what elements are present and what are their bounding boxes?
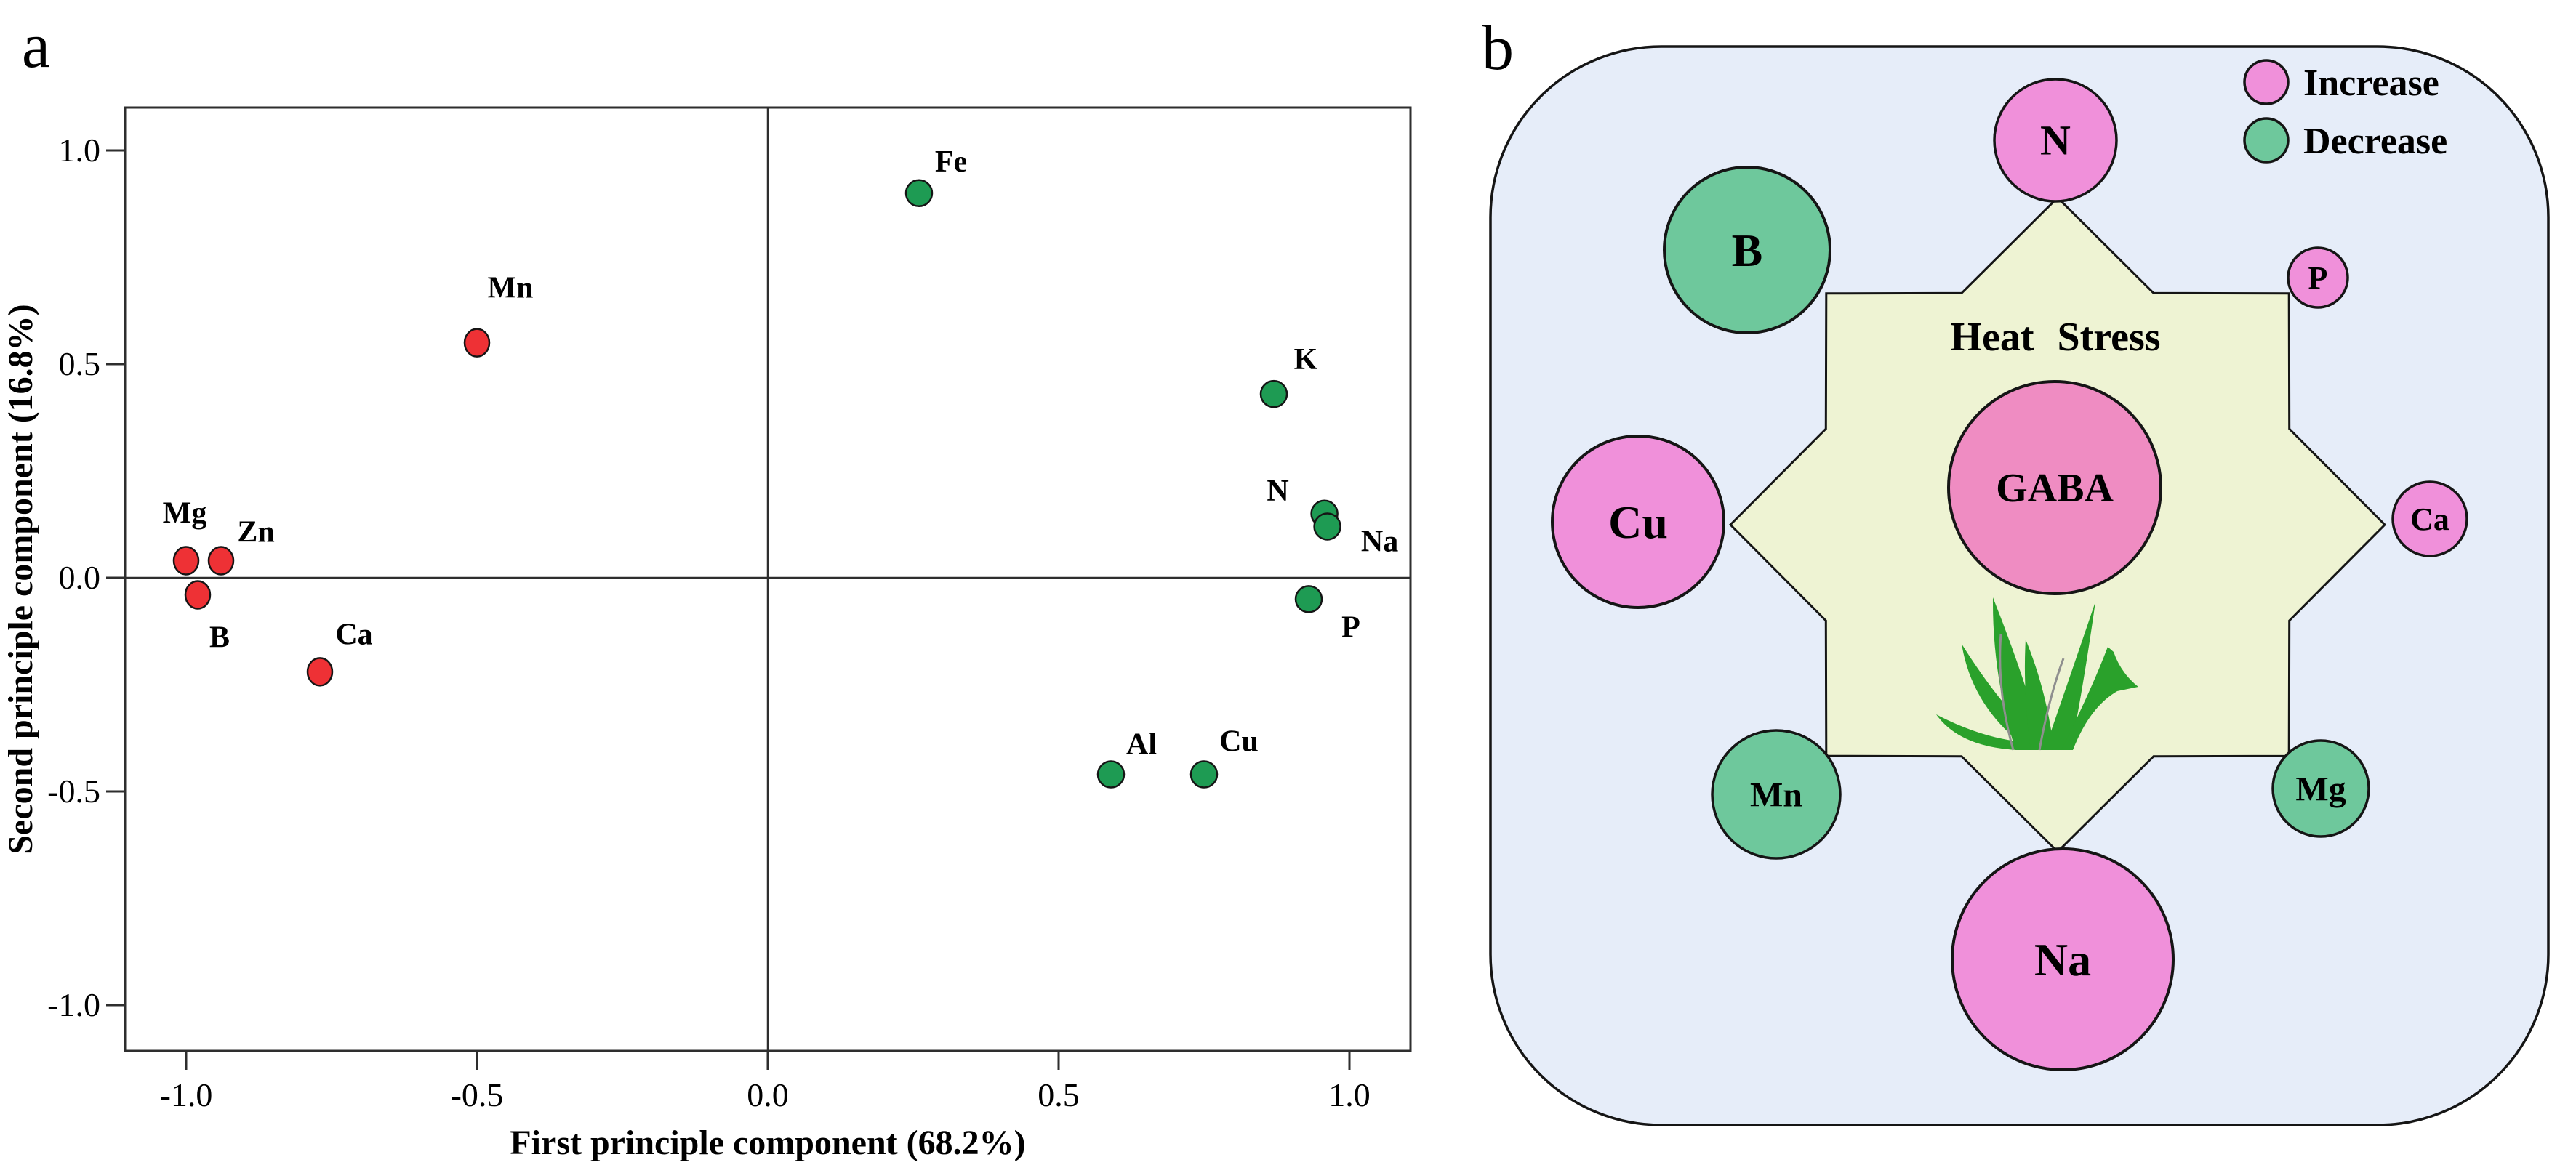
point-P [1294,585,1323,613]
y-tick-label: 0.5 [59,345,101,382]
node-P [2287,246,2349,309]
y-axis-title: Second principle component (16.8%) [1,304,40,854]
point-label-K: K [1294,343,1318,376]
node-label-B: B [1732,225,1763,276]
grass-icon [1936,597,2138,751]
node-Mg [2271,739,2370,838]
point-label-Fe: Fe [935,145,967,179]
legend: Increase Decrease [2243,59,2447,164]
x-tick-label: -0.5 [451,1076,504,1113]
node-label-N: N [2040,117,2071,164]
point-label-Na: Na [1361,525,1398,558]
point-Na [1313,512,1341,541]
node-Mn [1711,729,1842,860]
point-B [184,580,212,610]
legend-increase-swatch [2243,59,2290,105]
heat-stress-title: Heat Stress [1950,315,2160,360]
node-label-Na: Na [2034,934,2091,985]
node-Na [1951,847,2175,1071]
node-label-GABA: GABA [1996,466,2114,511]
point-K [1259,379,1288,408]
panel-b-label: b [1482,13,1514,84]
y-tick-label: 1.0 [59,132,101,169]
node-Ca [2391,480,2468,557]
point-Zn [207,546,235,576]
node-label-P: P [2308,260,2328,296]
node-label-Ca: Ca [2410,501,2449,537]
x-tick-label: 1.0 [1328,1076,1371,1113]
node-B [1663,166,1831,334]
point-Mg [172,546,200,576]
point-Ca [306,657,334,687]
point-Al [1096,760,1126,789]
point-Fe [904,179,934,208]
node-label-Cu: Cu [1608,496,1668,548]
node-label-Mn: Mn [1750,775,1802,814]
y-tick-label: -1.0 [47,986,100,1023]
y-tick-label: -0.5 [47,773,100,810]
point-label-B: B [209,621,230,655]
x-tick-label: 0.5 [1038,1076,1080,1113]
node-N [1993,78,2118,203]
legend-decrease-label: Decrease [2303,121,2447,162]
node-GABA [1947,380,2162,595]
x-tick-label: 0.0 [747,1076,789,1113]
point-Mn [463,328,491,358]
point-label-Al: Al [1126,727,1157,761]
panel-a-label: a [22,11,50,81]
point-label-N: N [1267,475,1288,508]
point-label-Mg: Mg [163,496,207,530]
y-axis-ticks: 1.0 0.5 0.0 -0.5 -1.0 [47,132,125,1023]
legend-increase-label: Increase [2303,63,2439,104]
point-label-P: P [1341,610,1360,644]
x-axis-ticks: -1.0 -0.5 0.0 0.5 1.0 [160,1051,1371,1113]
y-tick-label: 0.0 [59,559,101,596]
pca-scatter-panel: a -1.0 -0.5 0.0 0.5 1.0 1.0 0.5 0.0 -0.5 -1.0 Mg… [1,11,1412,1162]
node-label-Mg: Mg [2295,770,2346,808]
point-Cu [1189,760,1219,789]
node-Cu [1551,435,1725,609]
point-label-Zn: Zn [237,515,274,549]
legend-decrease-swatch [2243,117,2290,164]
x-axis-title: First principle component (68.2%) [510,1124,1025,1162]
point-label-Mn: Mn [488,272,534,305]
point-label-Cu: Cu [1219,725,1259,758]
point-label-Ca: Ca [335,618,372,651]
x-tick-label: -1.0 [160,1076,213,1113]
